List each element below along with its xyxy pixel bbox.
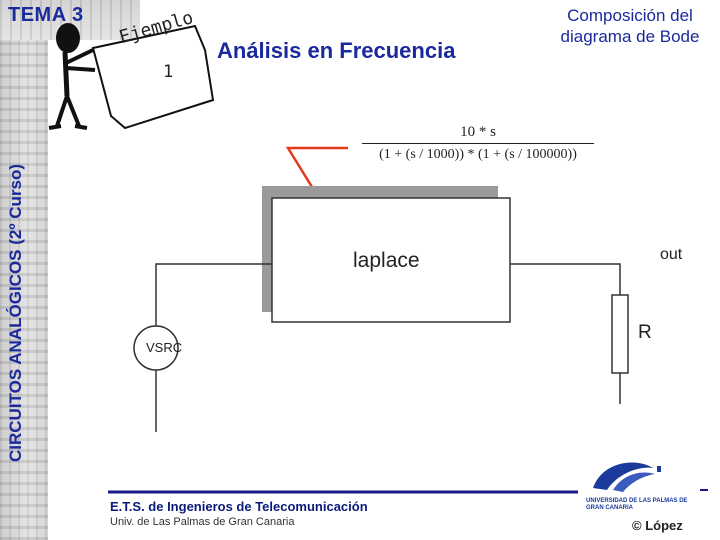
input-wire [155, 263, 272, 326]
footer-school-name: E.T.S. de Ingenieros de Telecomunicación [110, 499, 368, 514]
page-subtitle: Composición del diagrama de Bode [545, 5, 715, 47]
author-credit: © López [632, 518, 683, 533]
output-wire [510, 263, 621, 295]
transfer-function-formula: 10 * s (1 + (s / 1000)) * (1 + (s / 1000… [360, 124, 596, 163]
resistor-symbol [611, 294, 629, 374]
subtitle-line-2: diagrama de Bode [560, 27, 700, 46]
formula-numerator: 10 * s [460, 124, 496, 140]
pointer-line [285, 146, 348, 201]
decorative-sidebar-strip [0, 0, 48, 540]
voltage-source-label: VSRC [146, 340, 183, 355]
author-name: López [645, 518, 683, 533]
resistor-label: R [638, 322, 652, 343]
cartoon-figure-with-sign [48, 23, 215, 130]
footer-university-name: Univ. de Las Palmas de Gran Canaria [110, 516, 295, 528]
copyright-icon: © [632, 518, 642, 533]
formula-denominator: (1 + (s / 1000)) * (1 + (s / 100000)) [379, 147, 577, 162]
output-node-label: out [660, 246, 683, 263]
example-sign-number: 1 [163, 62, 174, 82]
page-title: Análisis en Frecuencia [217, 38, 456, 63]
laplace-block [271, 197, 511, 323]
subtitle-line-1: Composición del [567, 6, 693, 25]
university-logo [593, 462, 661, 492]
university-logo-text: UNIVERSIDAD DE LAS PALMAS DE GRAN CANARI… [586, 498, 688, 511]
topic-label: TEMA 3 [8, 4, 84, 26]
fraction-bar [362, 143, 594, 144]
laplace-block-label: laplace [353, 249, 420, 272]
